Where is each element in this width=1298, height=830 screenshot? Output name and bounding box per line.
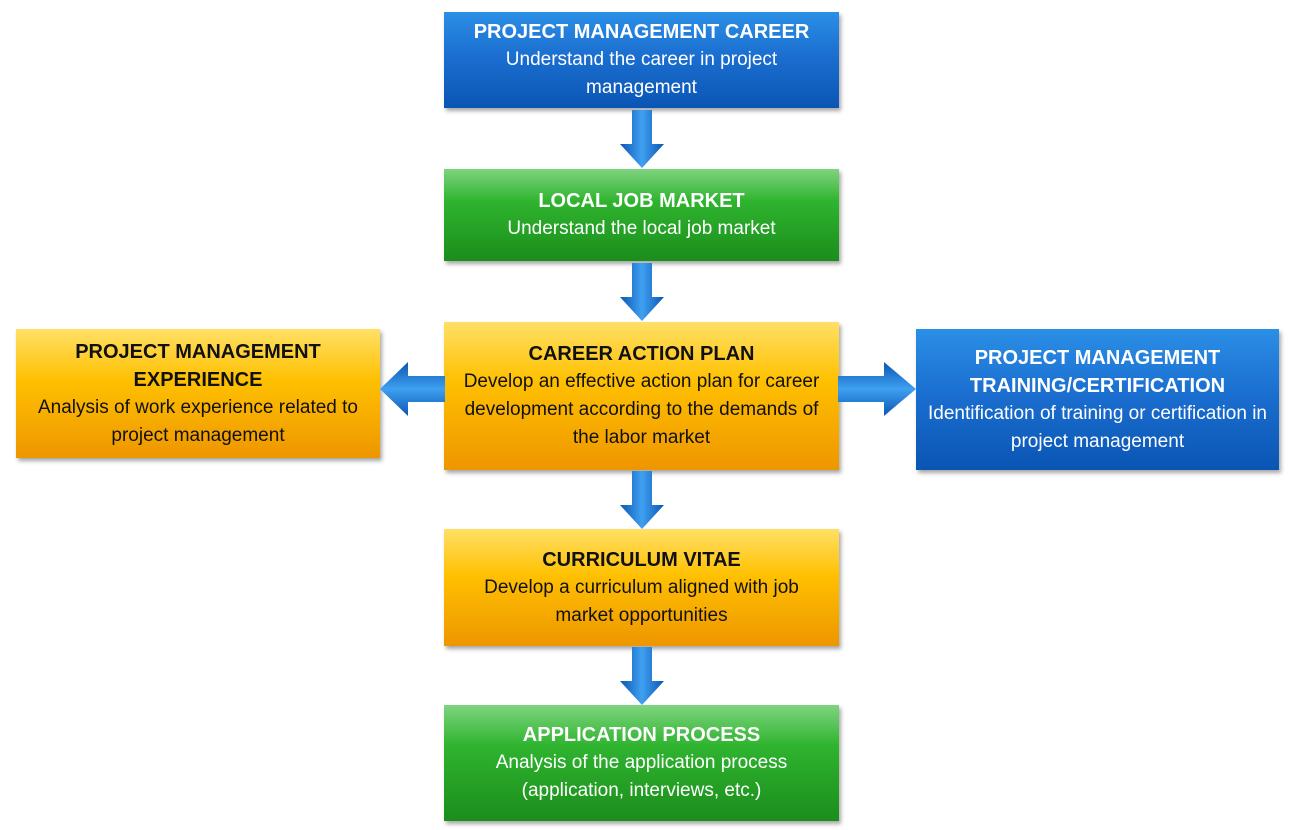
career-action-plan-box: CAREER ACTION PLAN Develop an effective … bbox=[444, 322, 839, 470]
pm-career-title: PROJECT MANAGEMENT CAREER bbox=[473, 21, 810, 43]
pm-training-box: PROJECT MANAGEMENT TRAINING/CERTIFICATIO… bbox=[916, 329, 1279, 470]
local-job-market-title: LOCAL JOB MARKET bbox=[538, 190, 745, 212]
local-job-market-desc: Understand the local job market bbox=[507, 218, 776, 239]
arrow-down-icon bbox=[620, 471, 664, 529]
application-process-desc: Analysis of the application process (app… bbox=[495, 752, 788, 801]
pm-career-desc: Understand the career in project managem… bbox=[505, 49, 778, 98]
pm-experience-desc: Analysis of work experience related to p… bbox=[38, 396, 358, 446]
arrow-down-icon bbox=[620, 110, 664, 168]
arrow-right-icon bbox=[838, 362, 916, 416]
arrow-down-icon bbox=[620, 263, 664, 321]
pm-career-box: PROJECT MANAGEMENT CAREER Understand the… bbox=[444, 12, 839, 108]
local-job-market-box: LOCAL JOB MARKET Understand the local jo… bbox=[444, 169, 839, 261]
arrow-down-icon bbox=[620, 647, 664, 705]
arrow-left-icon bbox=[380, 362, 445, 416]
application-process-box: APPLICATION PROCESS Analysis of the appl… bbox=[444, 705, 839, 821]
curriculum-vitae-title: CURRICULUM VITAE bbox=[542, 548, 741, 571]
career-action-plan-desc: Develop an effective action plan for car… bbox=[463, 371, 820, 448]
curriculum-vitae-desc: Develop a curriculum aligned with job ma… bbox=[484, 576, 799, 626]
pm-experience-title: PROJECT MANAGEMENT EXPERIENCE bbox=[75, 340, 321, 391]
application-process-title: APPLICATION PROCESS bbox=[522, 724, 761, 746]
pm-training-desc: Identification of training or certificat… bbox=[927, 402, 1267, 452]
pm-experience-box: PROJECT MANAGEMENT EXPERIENCE Analysis o… bbox=[16, 329, 380, 458]
pm-training-title: PROJECT MANAGEMENT TRAINING/CERTIFICATIO… bbox=[969, 346, 1226, 397]
curriculum-vitae-box: CURRICULUM VITAE Develop a curriculum al… bbox=[444, 529, 839, 646]
career-action-plan-title: CAREER ACTION PLAN bbox=[528, 343, 755, 365]
